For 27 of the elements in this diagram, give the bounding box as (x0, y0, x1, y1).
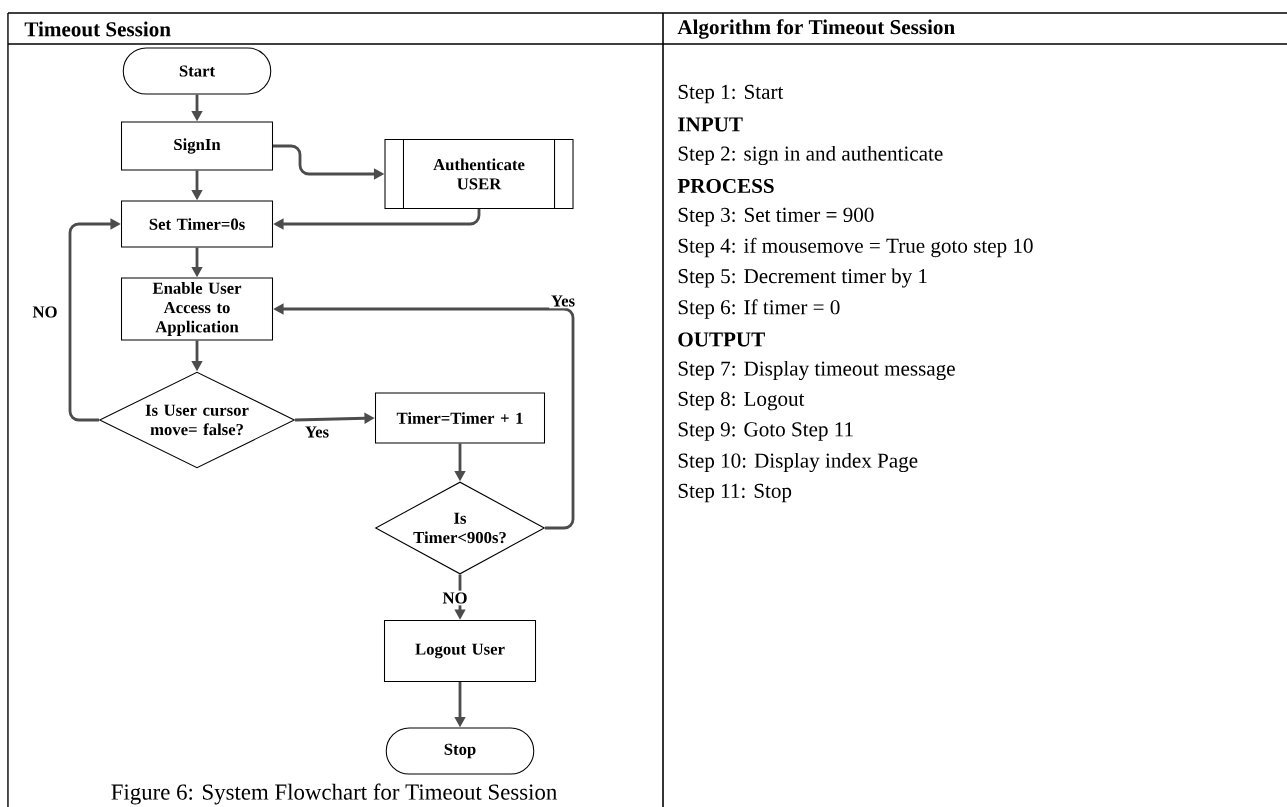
edge-label: NO (440, 590, 470, 606)
column-header: Timeout Session (24, 21, 171, 37)
algorithm-step: Step 1: Start (678, 84, 784, 104)
edge-label: Yes (549, 293, 577, 309)
process-box: Timer=Timer + 1 (374, 392, 546, 444)
algorithm-step: Step 9: Goto Step 11 (678, 422, 853, 441)
section-heading: INPUT (678, 117, 743, 132)
algorithm-step: Step 3: Set timer = 900 (678, 207, 874, 227)
algorithm-step: Step 8: Logout (678, 391, 805, 411)
edge-label: Yes (303, 424, 331, 440)
subprocess-box: Authenticate USER (384, 138, 574, 210)
section-heading: PROCESS (677, 178, 774, 194)
process-box: Logout User (384, 619, 537, 682)
figure-caption: Figure 6: System Flowchart for Timeout Session (111, 783, 557, 805)
algorithm-step: Step 10: Display index Page (678, 452, 918, 473)
algorithm-step: Step 4: if mousemove = True goto step 10 (678, 237, 1033, 258)
algorithm-step: Step 5: Decrement timer by 1 (678, 268, 927, 288)
section-heading: OUTPUT (678, 332, 765, 347)
process-box: Set Timer=0s (121, 200, 274, 248)
process-box: SignIn (121, 121, 274, 171)
column-header: Algorithm for Timeout Session (677, 19, 955, 39)
algorithm-step: Step 7: Display timeout message (678, 360, 955, 381)
algorithm-step: Step 2: sign in and authenticate (678, 145, 943, 166)
edge-label: NO (30, 304, 60, 320)
algorithm-step: Step 11: Stop (678, 483, 792, 503)
algorithm-step: Step 6: If timer = 0 (678, 299, 840, 319)
process-box: Enable User Access to Application (121, 277, 274, 341)
